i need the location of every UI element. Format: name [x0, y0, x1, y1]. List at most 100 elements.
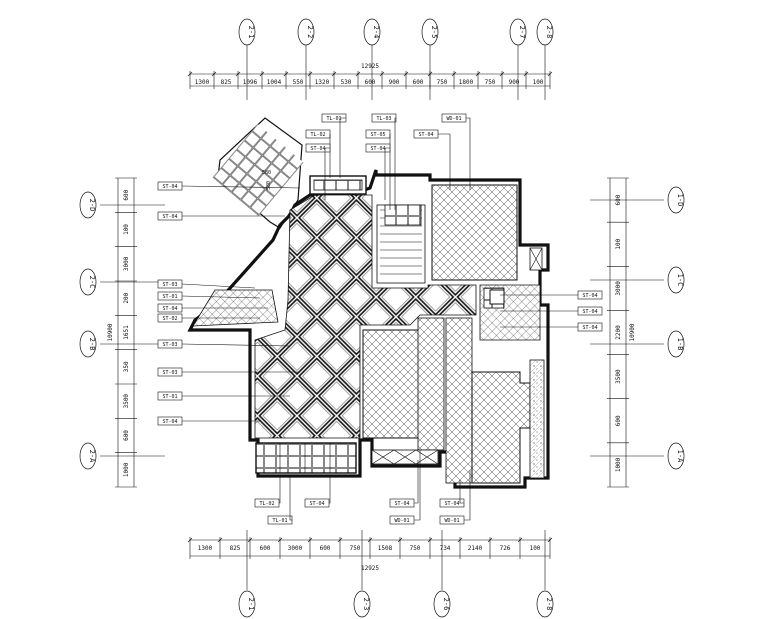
grid-label-left: 2-D: [88, 199, 96, 212]
material-tags: ST-04ST-04ST-03ST-01ST-04ST-02ST-03ST-03…: [157, 113, 603, 525]
hallway-floor: [417, 317, 445, 451]
grid-bubble-bottom: [238, 590, 256, 618]
grid-label-top: 2-5: [430, 26, 438, 39]
dimension-value: 600: [615, 194, 622, 205]
dimension-value: 100: [123, 224, 130, 235]
material-tag: TL-03: [371, 113, 397, 210]
material-tag: ST-04: [157, 416, 260, 426]
dimension-value: 1000: [615, 457, 622, 472]
grid-label-top: 2-7: [518, 26, 526, 39]
dimension-value: 750: [410, 545, 421, 552]
material-tag-label: ST-04: [370, 146, 385, 152]
bath-room-wall: [217, 117, 303, 229]
material-tag: ST-01: [157, 391, 290, 401]
dimension-total: 10900: [107, 323, 114, 341]
dimension-value: 600: [123, 189, 130, 200]
material-tag: ST-04: [305, 143, 331, 200]
exterior-wall: [187, 169, 550, 489]
dimension-value: 200: [123, 292, 130, 303]
dimension-value: 1004: [267, 79, 282, 86]
grid-bubble-right: [667, 330, 685, 358]
dimension-value: 100: [533, 79, 544, 86]
dimension-total: 12925: [361, 63, 379, 70]
dimension-value: 600: [615, 415, 622, 426]
dimension-value: 1320: [315, 79, 330, 86]
material-tag-label: WD-01: [444, 518, 459, 524]
material-tag-label: ST-02: [162, 316, 177, 322]
grid-bubble-left: [79, 268, 97, 296]
grid-bubble-right: [667, 442, 685, 470]
material-tag-label: ST-04: [310, 146, 325, 152]
dimension-value: 600: [365, 79, 376, 86]
grid-bubble-bottom: [433, 590, 451, 618]
dimension-value: 100: [530, 545, 541, 552]
material-tag: WD-01: [439, 470, 471, 525]
material-tag-label: ST-04: [394, 501, 409, 507]
material-tag: ST-04: [157, 211, 285, 221]
material-tag-label: ST-01: [162, 294, 177, 300]
grid-bubble-bottom: [353, 590, 371, 618]
grid-bubble-top: [363, 18, 381, 46]
material-tag-label: ST-03: [162, 282, 177, 288]
dimension-value: 3500: [123, 394, 130, 409]
dimension-value: 825: [221, 79, 232, 86]
grid-bubble-right: [667, 266, 685, 294]
material-tag: ST-04: [157, 303, 268, 313]
dimension-value: 2140: [468, 545, 483, 552]
bottom-balcony-dividers: [279, 443, 331, 473]
dimension-value: 600: [260, 545, 271, 552]
material-tag: ST-04: [157, 181, 301, 191]
dimension-value: 750: [350, 545, 361, 552]
dimension-value: 1800: [459, 79, 474, 86]
master-bedroom-floor: [471, 371, 531, 484]
dimension-value: 3000: [615, 281, 622, 296]
dimension-total: 12925: [361, 565, 379, 572]
bath-floor-tiles: [212, 123, 304, 217]
bottom-balcony: [255, 442, 357, 474]
dimension-value: 825: [230, 545, 241, 552]
grid-label-bottom: 2-3: [362, 598, 370, 611]
grid-label-right: 1-C: [676, 274, 684, 287]
grid-bubble-top: [536, 18, 554, 46]
material-tag: TL-02: [254, 475, 281, 508]
dimension-value: 750: [437, 79, 448, 86]
material-tag: ST-03: [157, 367, 300, 377]
material-tag: ST-04: [500, 290, 603, 300]
dimension-value: 3000: [123, 256, 130, 271]
dimension-total: 10900: [629, 323, 636, 341]
grid-bubble-top: [421, 18, 439, 46]
material-tag-label: ST-04: [582, 293, 597, 299]
dimension-value: 1300: [195, 79, 210, 86]
dimension-value: 726: [500, 545, 511, 552]
dimension-value: 1000: [123, 462, 130, 477]
material-tag: ST-03: [157, 339, 291, 349]
material-tag-label: TL-02: [310, 132, 325, 138]
material-tag-label: ST-04: [162, 306, 177, 312]
material-tag: TL-01: [321, 113, 347, 178]
grid-label-bottom: 2-6: [442, 598, 450, 611]
grid-bubble-top: [238, 18, 256, 46]
grid-label-left: 2-C: [88, 276, 96, 289]
material-tag: ST-04: [500, 306, 603, 316]
living-room-floor: [254, 194, 477, 439]
material-tag: WD-01: [441, 113, 471, 190]
dimension-value: 734: [440, 545, 451, 552]
material-tag: ST-01: [157, 291, 261, 301]
closet-strip: [529, 359, 545, 479]
material-tag: TL-02: [305, 129, 331, 178]
dimension-value: 3500: [615, 369, 622, 384]
material-tag: ST-03: [157, 279, 256, 289]
material-tag-label: ST-01: [162, 394, 177, 400]
material-tag: ST-04: [439, 480, 465, 508]
grid-label-right: 1-D: [676, 194, 684, 207]
grid-bubble-bottom: [536, 590, 554, 618]
material-tag-label: ST-05: [370, 132, 385, 138]
grid-bubble-left: [79, 442, 97, 470]
material-tag: TL-01: [267, 475, 293, 525]
dimension-value: 600: [320, 545, 331, 552]
grid-label-left: 2-A: [88, 450, 96, 463]
material-tag-label: ST-04: [162, 419, 177, 425]
grid-label-top: 2-1: [247, 26, 255, 39]
